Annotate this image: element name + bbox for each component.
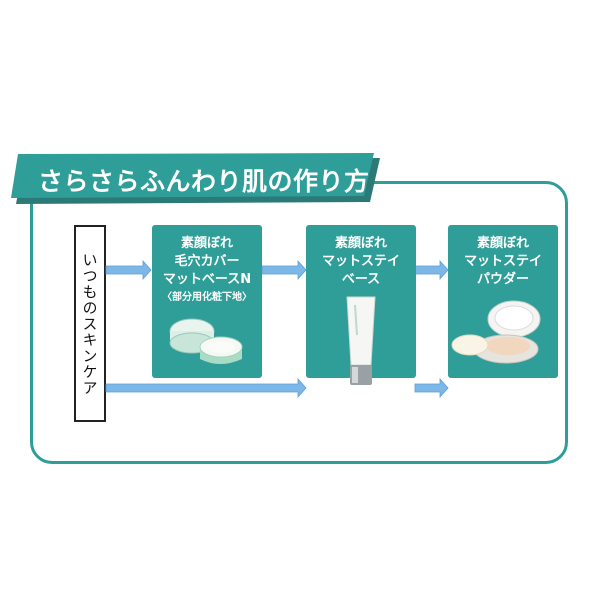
- skincare-box: いつものスキンケア: [74, 225, 106, 422]
- arrow-skincare-to-base: [105, 259, 152, 281]
- card-line: マットステイ: [321, 254, 400, 269]
- arrow-skincare-to-matte-base: [105, 377, 307, 399]
- card-line: 素顔ぼれ: [476, 236, 529, 251]
- card-line: ベース: [341, 272, 381, 287]
- jar-product-image: [169, 318, 243, 364]
- title-banner: さらさらふんわり肌の作り方: [8, 150, 388, 208]
- card-line: マットステイ: [463, 254, 542, 269]
- card-line: 〈部分用化粧下地〉: [162, 292, 252, 303]
- card-line: 毛穴カバー: [174, 254, 240, 269]
- matte-stay-base-card: 素顔ぼれ マットステイ ベース: [306, 225, 416, 385]
- skincare-label: いつものスキンケア: [80, 251, 99, 396]
- matte-base-card: 素顔ぼれ 毛穴カバー マットベースN 〈部分用化粧下地〉: [152, 225, 262, 378]
- arrow-base-to-matte-base: [261, 259, 307, 281]
- arrow-matte-base-to-powder: [414, 259, 449, 281]
- tube-product-image: [346, 296, 376, 385]
- card-line: パウダー: [476, 272, 529, 287]
- card-line: 素顔ぼれ: [334, 236, 387, 251]
- card-line: マットベースN: [162, 272, 252, 287]
- card-line: 素顔ぼれ: [180, 236, 233, 251]
- arrow-matte-base-to-powder-lower: [414, 377, 449, 399]
- matte-stay-powder-card: 素顔ぼれ マットステイ パウダー: [448, 225, 558, 378]
- compact-product-image: [451, 300, 541, 364]
- page-title: さらさらふんわり肌の作り方: [38, 167, 370, 196]
- banner-shape: [11, 153, 380, 204]
